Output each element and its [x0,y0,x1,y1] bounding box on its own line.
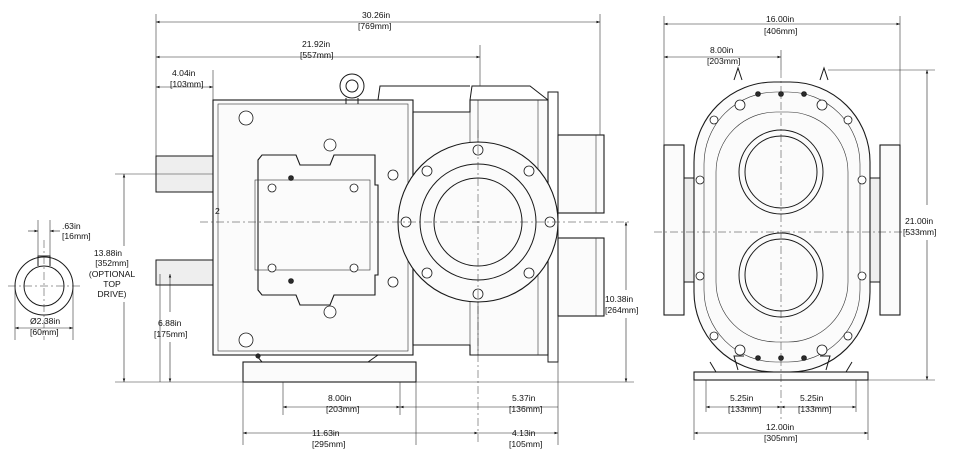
foot-bolt-spacing-label: 8.00in [328,393,352,403]
overall-length-metric: [769mm] [358,21,391,31]
keyway-width-label: .63in [62,221,81,231]
pump-front-view [654,66,910,420]
end-height-label: 21.00in [905,216,933,226]
end-half-width-label: 8.00in [710,45,734,55]
port-height-metric: [264mm] [605,305,638,315]
bottom-shaft-height-label: 6.88in [158,318,182,328]
end-width-label: 16.00in [766,14,794,24]
shaft-extension-metric: [103mm] [170,79,203,89]
top-drive-note-line3: DRIVE) [97,289,126,299]
top-drive-note-line2: TOP [103,279,121,289]
foot-to-port-metric: [136mm] [509,404,542,414]
body-length-label: 21.92in [302,39,330,49]
foot-to-port-label: 5.37in [512,393,536,403]
end-height-metric: [533mm] [903,227,936,237]
foot-bolt-spacing-metric: [203mm] [326,404,359,414]
shaft-extension-label: 4.04in [172,68,196,78]
shaft-diameter-label: Ø2.38in [30,316,60,326]
body-length-metric: [557mm] [300,50,333,60]
end-foot-left-metric: [133mm] [728,404,761,414]
port-height-label: 10.38in [605,294,633,304]
shaft-diameter-metric: [60mm] [30,327,59,337]
end-base-width-metric: [305mm] [764,433,797,443]
base-to-centerline-metric: [295mm] [312,439,345,449]
end-foot-right-label: 5.25in [800,393,824,403]
end-foot-left-label: 5.25in [730,393,754,403]
pump-side-view: 2 [155,73,632,445]
bottom-shaft-height-metric: [175mm] [154,329,187,339]
port-offset-metric: [105mm] [509,439,542,449]
front-dimension-lines [663,16,935,440]
top-shaft-height-label: 13.88in [94,248,122,258]
side-digit-label: 2 [215,206,220,216]
side-dimension-lines [115,14,634,445]
end-base-width-label: 12.00in [766,422,794,432]
base-to-centerline-label: 11.63in [312,428,340,438]
top-drive-note-line1: (OPTIONAL [89,269,136,279]
end-foot-right-metric: [133mm] [798,404,831,414]
port-offset-label: 4.13in [512,428,536,438]
shaft-end-view [8,220,82,340]
overall-length-label: 30.26in [362,10,390,20]
keyway-width-metric: [16mm] [62,231,91,241]
top-shaft-height-metric: [352mm] [95,258,128,268]
end-half-width-metric: [203mm] [707,56,740,66]
end-width-metric: [406mm] [764,26,797,36]
